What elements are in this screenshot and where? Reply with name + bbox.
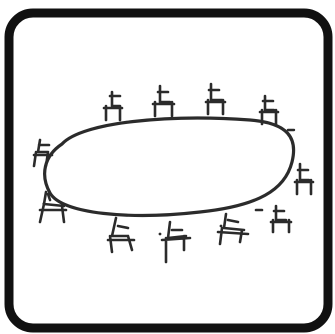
frame-border bbox=[9, 13, 328, 328]
